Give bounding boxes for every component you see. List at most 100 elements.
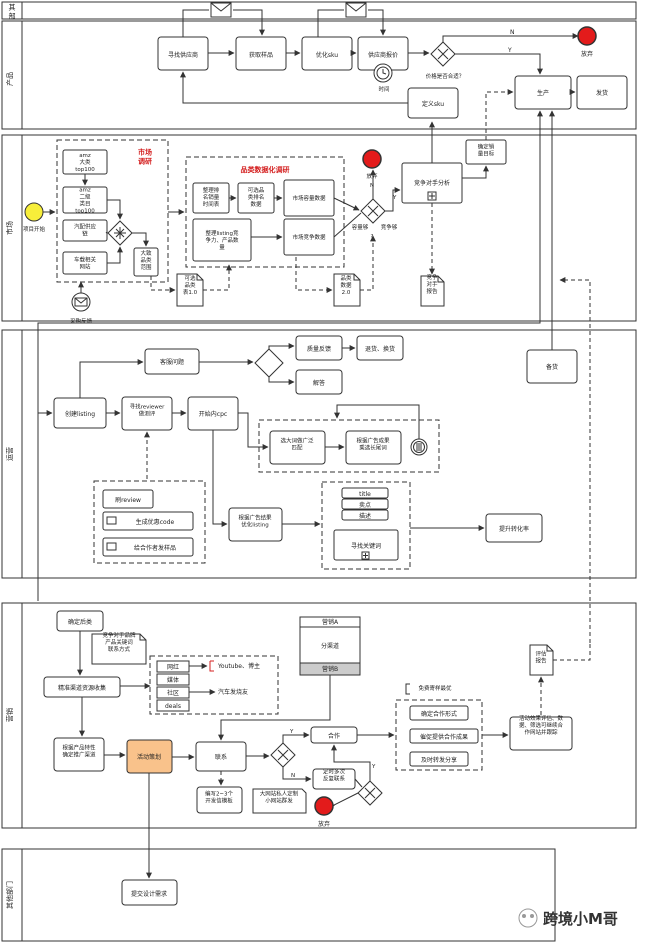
mk-abandon-label: 放弃 xyxy=(318,820,330,828)
doc-v1-icon xyxy=(176,273,204,307)
flow-line xyxy=(282,767,312,782)
assoc-line xyxy=(360,235,376,291)
task-sample-partner xyxy=(102,537,194,557)
market-n-label: N xyxy=(370,183,374,189)
channel-item-label: 网红 xyxy=(167,663,179,671)
task-confirm-post-label: 确定后类 xyxy=(68,618,92,626)
task-sample-partner-label: 给合作者发样品 xyxy=(134,544,176,552)
mail-icon xyxy=(345,2,367,18)
market-research-title: 市场调研 xyxy=(138,147,152,165)
mk-n-label: N xyxy=(291,773,295,779)
market-abandon-label: 放弃 xyxy=(366,172,378,180)
task-conversion xyxy=(485,513,543,543)
flow-line xyxy=(462,165,489,179)
subprocess-plus-icon xyxy=(361,551,370,560)
flow-line xyxy=(218,675,331,741)
timer-icon xyxy=(373,63,393,83)
annotation-bracket xyxy=(209,660,214,672)
task-produce-label: 生产 xyxy=(537,89,549,97)
mail-icon xyxy=(71,292,91,312)
task-ship xyxy=(576,75,628,110)
lane-product-label: 产品 xyxy=(5,72,14,86)
flow-line xyxy=(233,9,265,36)
assoc-line xyxy=(553,643,591,661)
flow-line xyxy=(455,53,543,75)
large-site-label: 大网站私人定制小网站群发 xyxy=(260,789,299,804)
watermark-logo xyxy=(518,908,538,928)
channel-item xyxy=(156,699,190,712)
task-evaluate-label: 活动效果评估、数据、筛选可继续合作网站并跟踪 xyxy=(519,714,564,736)
task-select-broad-label: 选大词做广泛匹配 xyxy=(280,436,314,451)
task-write-template xyxy=(196,786,243,814)
timer-label: 时间 xyxy=(378,85,389,93)
car-friends-label: 汽车发烧友 xyxy=(218,688,248,696)
task-activity-plan-label: 活动策划 xyxy=(137,753,161,761)
subprocess-plus-icon xyxy=(427,191,437,201)
task-brush-review-label: 刷review xyxy=(115,496,141,504)
channel-item-label: 社区 xyxy=(167,689,179,697)
pool-sub-label: 分渠道 xyxy=(321,642,339,650)
lane-header-label: 其部 xyxy=(9,3,16,20)
market-research-group xyxy=(56,139,169,283)
promo-group xyxy=(93,480,206,564)
flow-line xyxy=(180,71,408,104)
task-cooperation-form-label: 确定合作形式 xyxy=(421,710,457,718)
eval-report-label: 评估报告 xyxy=(535,649,547,664)
task-customer-issue-label: 客服问题 xyxy=(160,358,184,366)
task-bullet-label: 卖点 xyxy=(359,501,371,509)
gw-no-label: N xyxy=(510,29,515,36)
research-gateway xyxy=(107,220,133,246)
channel-list: 网红 媒体 社区 deals xyxy=(156,660,190,712)
task-quality-feedback-label: 质量反馈 xyxy=(307,345,331,353)
capacity-gateway xyxy=(360,198,386,224)
youtube-label: Youtube、博主 xyxy=(217,662,260,670)
flow-line xyxy=(107,246,123,264)
flow-line xyxy=(354,778,363,788)
task-coupon-label: 生成优惠code xyxy=(136,518,175,526)
task-urge-results-label: 催促提供合作成果 xyxy=(420,733,468,741)
flow-line xyxy=(182,9,209,37)
task-big-range-label: 大致品类范围 xyxy=(140,249,152,271)
list-loop-icon xyxy=(410,438,428,456)
end-event-icon xyxy=(314,796,334,816)
assoc-line xyxy=(150,276,176,293)
mk-y2-label: Y xyxy=(371,764,376,770)
task-title xyxy=(341,487,389,499)
large-site-doc-icon xyxy=(252,788,307,814)
abandon-label: 放弃 xyxy=(581,50,593,58)
task-product-feature-label: 根据产品特性确定推广渠道 xyxy=(62,743,96,758)
task-precise-channels-label: 精准渠道资源收集 xyxy=(58,684,106,692)
flow-line xyxy=(79,359,144,398)
task-find-keywords xyxy=(333,529,399,561)
lane-operations-label: 运营 xyxy=(5,447,14,461)
task-write-template-label: 编写2~3个开发信模板 xyxy=(205,789,234,804)
task-answer-label: 解答 xyxy=(313,379,325,387)
task-brush-review xyxy=(102,489,154,509)
task-contact-label: 联系 xyxy=(215,753,227,761)
flow-line xyxy=(105,231,108,234)
flow-line xyxy=(333,197,360,211)
task-conversion-label: 提升转化率 xyxy=(499,525,529,533)
flow-line xyxy=(268,343,295,349)
task-timely-share-label: 及时转发分享 xyxy=(421,756,457,764)
assoc-line xyxy=(559,277,591,643)
task-get-sample-label: 获取样品 xyxy=(249,51,273,59)
capacity-enough-label: 容量够 xyxy=(352,223,369,231)
task-return-exchange-label: 退货、换货 xyxy=(365,345,395,353)
lane-other: 其他部门 xyxy=(1,848,556,942)
mail-icon xyxy=(106,516,117,525)
flow-line xyxy=(385,187,401,212)
task-supplier-quote-label: 供应商报价 xyxy=(368,51,398,59)
keyword-group xyxy=(321,481,411,570)
mail-icon xyxy=(210,2,232,18)
lane-header: 其部 xyxy=(1,1,637,21)
task-find-keywords-label: 寻找关键词 xyxy=(351,542,381,550)
task-car-sites-label: 车载相关网站 xyxy=(74,255,97,270)
channel-item xyxy=(156,673,190,686)
mail-icon xyxy=(106,542,117,551)
task-return-exchange xyxy=(356,335,404,361)
task-listing-items xyxy=(192,218,252,262)
